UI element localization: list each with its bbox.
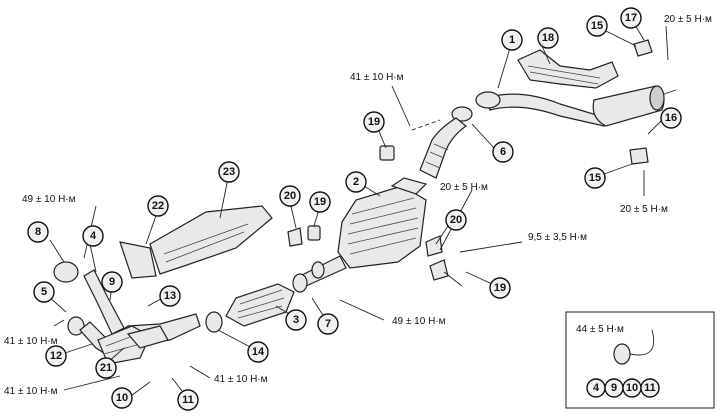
- svg-text:19: 19: [494, 282, 506, 294]
- torque-right: 9,5 ± 3,5 Н·м: [528, 232, 587, 243]
- svg-text:17: 17: [625, 12, 637, 24]
- callout-19c: 19: [309, 191, 331, 213]
- svg-text:15: 15: [591, 20, 603, 32]
- inset-callout-4: 4: [586, 378, 606, 398]
- callout-17: 17: [620, 7, 642, 29]
- callout-13: 13: [159, 285, 181, 307]
- callout-6: 6: [492, 141, 514, 163]
- svg-text:10: 10: [116, 392, 128, 404]
- callout-19a: 19: [363, 111, 385, 133]
- callout-14: 14: [247, 341, 269, 363]
- torque-right-lower: 20 ± 5 Н·м: [620, 204, 668, 215]
- rear-heat-shield: [517, 49, 619, 89]
- callout-15a: 15: [586, 15, 608, 37]
- torque-left-lower: 41 ± 10 Н·м: [4, 336, 58, 347]
- svg-text:9: 9: [109, 276, 115, 288]
- svg-text:21: 21: [100, 362, 112, 374]
- center-muffler: [337, 185, 427, 269]
- callout-16: 16: [660, 107, 682, 129]
- callout-5: 5: [33, 281, 55, 303]
- svg-text:22: 22: [152, 200, 164, 212]
- svg-text:23: 23: [223, 166, 235, 178]
- svg-text:11: 11: [644, 382, 656, 394]
- torque-top-right: 20 ± 5 Н·м: [664, 14, 712, 25]
- callout-21: 21: [95, 357, 117, 379]
- torque-left-upper: 49 ± 10 Н·м: [22, 194, 76, 205]
- svg-text:1: 1: [509, 34, 515, 46]
- svg-text:12: 12: [50, 350, 62, 362]
- front-heat-shield: [149, 205, 273, 275]
- inset-callout-11: 11: [640, 378, 660, 398]
- callout-7: 7: [317, 313, 339, 335]
- callout-11: 11: [177, 389, 199, 411]
- svg-text:8: 8: [35, 226, 41, 238]
- callout-23: 23: [218, 161, 240, 183]
- svg-text:16: 16: [665, 112, 677, 124]
- svg-text:20: 20: [284, 190, 296, 202]
- callout-20b: 20: [279, 185, 301, 207]
- svg-text:19: 19: [368, 116, 380, 128]
- callout-3: 3: [285, 309, 307, 331]
- torque-inset: 44 ± 5 Н·м: [576, 324, 624, 335]
- inset-callout-10: 10: [622, 378, 642, 398]
- svg-text:13: 13: [164, 290, 176, 302]
- svg-text:3: 3: [293, 314, 299, 326]
- callout-12: 12: [45, 345, 67, 367]
- svg-text:7: 7: [325, 318, 331, 330]
- svg-text:14: 14: [252, 346, 265, 358]
- torque-mid-upper: 41 ± 10 Н·м: [350, 72, 404, 83]
- callout-1: 1: [501, 29, 523, 51]
- callout-19b: 19: [489, 277, 511, 299]
- callout-8: 8: [27, 221, 49, 243]
- torque-bottom-right: 41 ± 10 Н·м: [214, 374, 268, 385]
- callout-20a: 20: [445, 209, 467, 231]
- callout-2: 2: [345, 171, 367, 193]
- svg-text:2: 2: [353, 176, 359, 188]
- callout-9: 9: [101, 271, 123, 293]
- torque-labels: 20 ± 5 Н·м 41 ± 10 Н·м 49 ± 10 Н·м 20 ± …: [4, 14, 712, 397]
- torque-bottom-left: 41 ± 10 Н·м: [4, 386, 58, 397]
- svg-text:9: 9: [611, 382, 617, 394]
- svg-text:10: 10: [626, 382, 638, 394]
- svg-text:20: 20: [450, 214, 462, 226]
- torque-center: 20 ± 5 Н·м: [440, 182, 488, 193]
- svg-text:6: 6: [500, 146, 506, 158]
- callout-4: 4: [82, 225, 104, 247]
- tail-pipe: [485, 93, 605, 127]
- svg-text:5: 5: [41, 286, 47, 298]
- svg-text:19: 19: [314, 196, 326, 208]
- svg-text:4: 4: [90, 230, 97, 242]
- callout-22: 22: [147, 195, 169, 217]
- callout-15b: 15: [584, 167, 606, 189]
- callout-10: 10: [111, 387, 133, 409]
- torque-center-lower: 49 ± 10 Н·м: [392, 316, 446, 327]
- callout-18: 18: [537, 27, 559, 49]
- svg-text:11: 11: [182, 394, 194, 406]
- inset-callout-9: 9: [604, 378, 624, 398]
- svg-text:18: 18: [542, 32, 554, 44]
- svg-text:4: 4: [593, 382, 600, 394]
- svg-text:15: 15: [589, 172, 601, 184]
- part-callouts: 1 18 15 17 16 15 6 19 2 20 19 7 3 14 20 …: [27, 7, 682, 411]
